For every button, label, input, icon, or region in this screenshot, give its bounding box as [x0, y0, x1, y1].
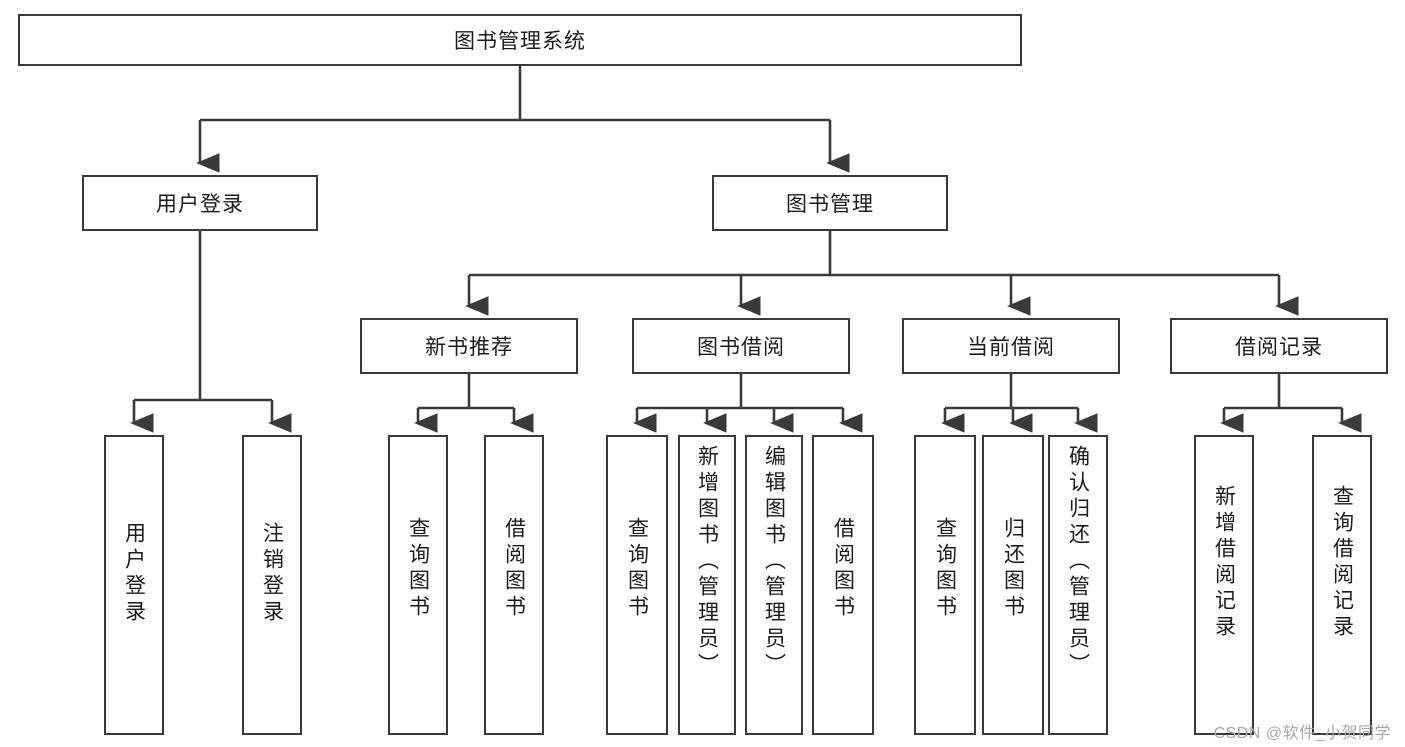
edge-group-current-borrow [941, 374, 1098, 433]
node-leaf-edit-book-label: 编辑图书（管理员） [762, 445, 786, 679]
node-borrow-record-label: 借阅记录 [1235, 336, 1323, 359]
node-leaf-borrow-book-1-label: 借阅图书 [502, 517, 526, 621]
edge-group-borrow-record [1220, 374, 1362, 433]
node-leaf-query-book-1-label: 查询图书 [406, 517, 430, 621]
node-book-borrow[interactable]: 图书借阅 [632, 318, 850, 374]
node-leaf-query-record[interactable]: 查询借阅记录 [1312, 435, 1372, 735]
edge-group-book-borrow [633, 374, 863, 433]
node-book-borrow-label: 图书借阅 [697, 336, 785, 359]
node-leaf-logout[interactable]: 注销登录 [242, 435, 302, 735]
node-user-login-label: 用户登录 [156, 193, 244, 216]
node-new-book-rec[interactable]: 新书推荐 [360, 318, 578, 374]
node-leaf-logout-label: 注销登录 [260, 522, 284, 626]
node-leaf-query-book-2[interactable]: 查询图书 [606, 435, 668, 735]
node-current-borrow[interactable]: 当前借阅 [902, 318, 1120, 374]
node-book-manage[interactable]: 图书管理 [712, 175, 948, 231]
node-leaf-user-login[interactable]: 用户登录 [104, 435, 164, 735]
node-borrow-record[interactable]: 借阅记录 [1170, 318, 1388, 374]
edge-group-new-book-rec [414, 374, 534, 433]
node-new-book-rec-label: 新书推荐 [425, 336, 513, 359]
node-leaf-return-book-label: 归还图书 [1001, 517, 1025, 621]
node-root[interactable]: 图书管理系统 [18, 14, 1022, 66]
node-leaf-borrow-book-1[interactable]: 借阅图书 [484, 435, 544, 735]
node-leaf-return-book[interactable]: 归还图书 [982, 435, 1044, 735]
node-leaf-add-record[interactable]: 新增借阅记录 [1194, 435, 1254, 735]
node-leaf-borrow-book-2[interactable]: 借阅图书 [812, 435, 874, 735]
node-leaf-query-book-3-label: 查询图书 [933, 517, 957, 621]
node-leaf-add-book[interactable]: 新增图书（管理员） [678, 435, 736, 735]
node-leaf-query-book-2-label: 查询图书 [625, 517, 649, 621]
node-user-login[interactable]: 用户登录 [82, 175, 318, 231]
node-leaf-query-book-1[interactable]: 查询图书 [388, 435, 448, 735]
node-leaf-user-login-label: 用户登录 [122, 522, 146, 626]
node-leaf-add-book-label: 新增图书（管理员） [695, 445, 719, 679]
node-leaf-edit-book[interactable]: 编辑图书（管理员） [745, 435, 803, 735]
node-leaf-query-book-3[interactable]: 查询图书 [914, 435, 976, 735]
csdn-watermark: CSDN @软件_小贺同学 [1213, 725, 1391, 742]
node-book-manage-label: 图书管理 [786, 193, 874, 216]
node-leaf-confirm-return-label: 确认归还（管理员） [1066, 445, 1090, 679]
node-leaf-query-record-label: 查询借阅记录 [1330, 485, 1354, 641]
node-leaf-add-record-label: 新增借阅记录 [1212, 485, 1236, 641]
edge-group-book-manage [465, 231, 1299, 316]
node-leaf-borrow-book-2-label: 借阅图书 [831, 517, 855, 621]
node-leaf-confirm-return[interactable]: 确认归还（管理员） [1048, 435, 1108, 735]
edge-group-root [196, 66, 850, 173]
edge-group-user-login [130, 231, 292, 433]
node-current-borrow-label: 当前借阅 [967, 336, 1055, 359]
node-root-label: 图书管理系统 [454, 30, 586, 53]
